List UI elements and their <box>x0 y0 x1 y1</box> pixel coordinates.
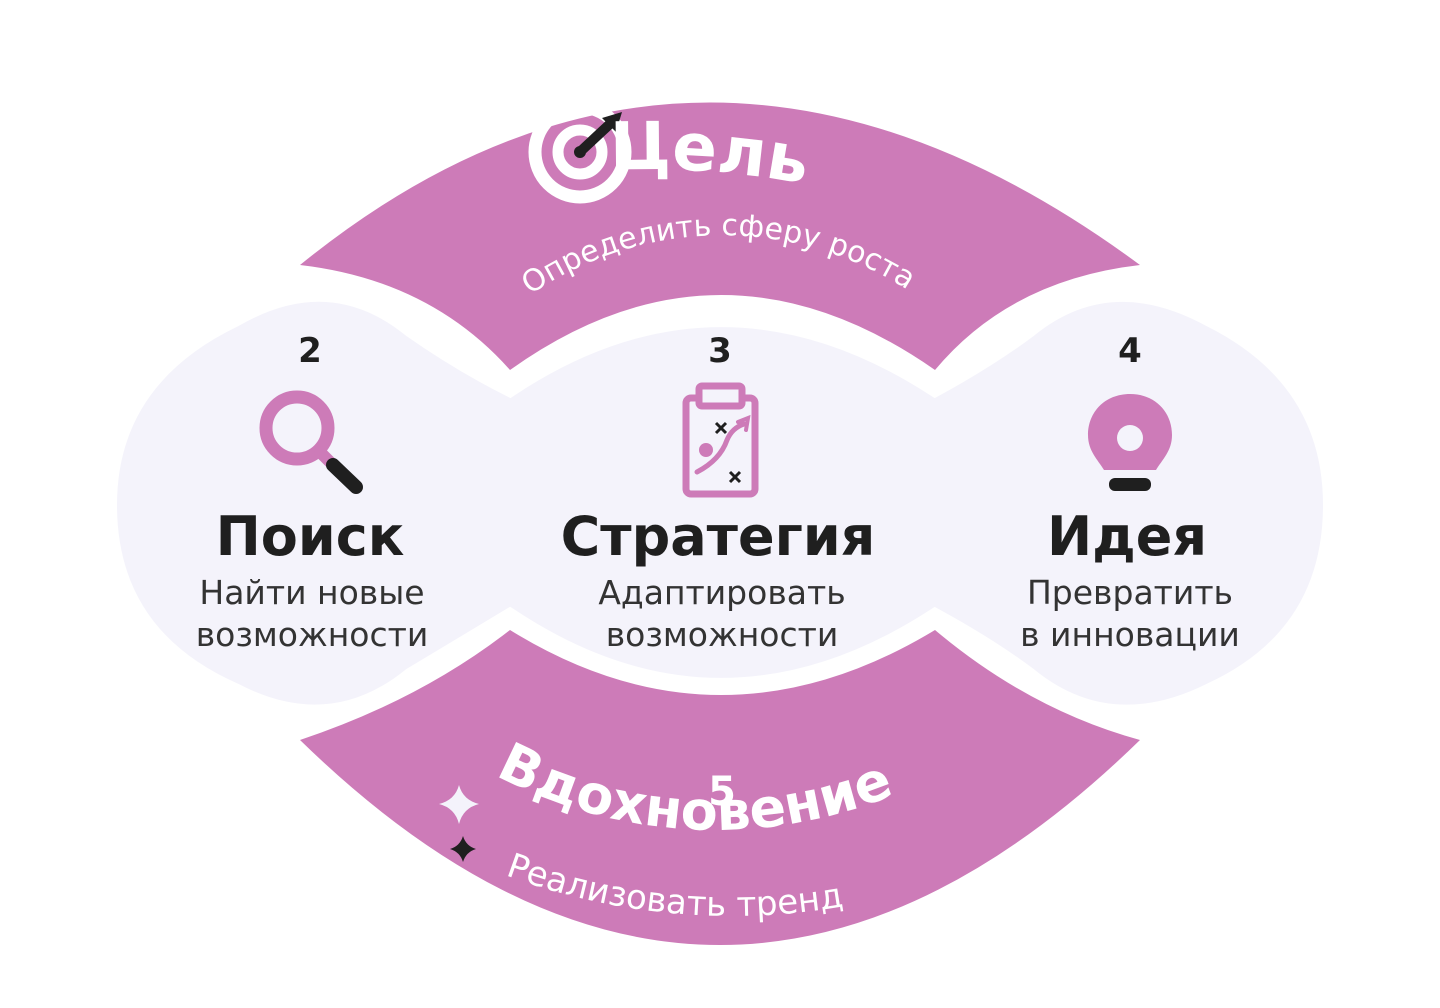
sparkle-icon <box>439 785 479 862</box>
bottom-band <box>300 630 1140 945</box>
step-4-idea: 4 Идея Превратить в инновации <box>1020 331 1240 654</box>
step-1-title: Цель <box>609 108 815 200</box>
step-2-title: Поиск <box>216 505 405 568</box>
target-icon <box>528 100 632 204</box>
step-3-subtitle-line2: возможности <box>606 615 839 654</box>
clipboard-strategy-icon <box>682 382 759 498</box>
middle-band <box>102 287 1338 719</box>
step-4-number: 4 <box>1118 331 1142 371</box>
magnifier-icon <box>259 390 363 494</box>
top-band <box>300 102 1140 370</box>
step-2-subtitle-line2: возможности <box>196 615 429 654</box>
step-4-subtitle-line1: Превратить <box>1027 573 1233 612</box>
step-4-title: Идея <box>1047 505 1207 568</box>
lightbulb-icon <box>1088 394 1172 491</box>
step-3-title: Стратегия <box>561 505 876 568</box>
step-4-subtitle-line2: в инновации <box>1020 615 1240 654</box>
step-2-number: 2 <box>298 331 322 371</box>
step-2-search: 2 Поиск Найти новые возможности <box>196 331 429 654</box>
step-3-number: 3 <box>708 331 732 371</box>
step-2-subtitle-line1: Найти новые <box>199 573 424 612</box>
step-3-subtitle-line1: Адаптировать <box>598 573 845 612</box>
step-5-number: 5 <box>708 769 736 815</box>
step-1-number: 1 <box>704 56 732 102</box>
step-3-strategy: 3 Стратегия Адаптировать возможности <box>561 331 876 654</box>
